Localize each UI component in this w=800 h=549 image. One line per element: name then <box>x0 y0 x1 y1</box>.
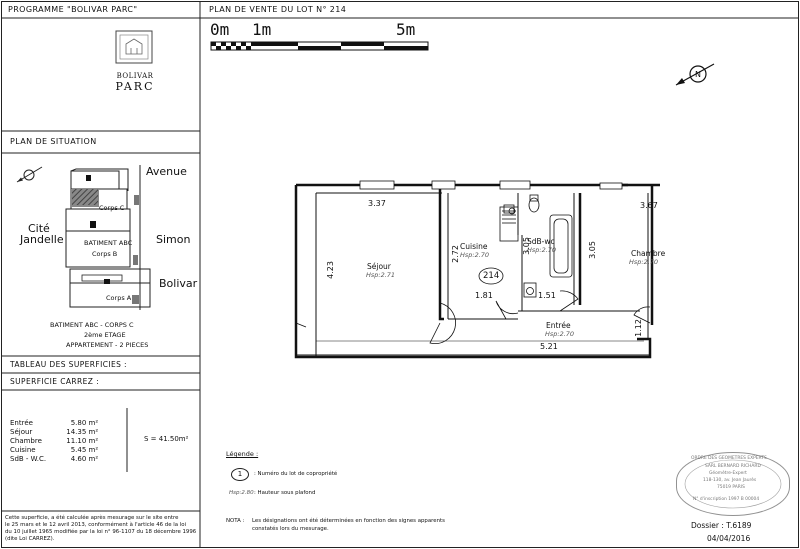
dim-chambre-depth: 3.05 <box>587 241 597 259</box>
scale-bar <box>210 41 429 51</box>
dim-sejour-width: 3.37 <box>368 199 386 208</box>
legend-hsp-text: : Hauteur sous plafond <box>254 490 316 496</box>
carrez-note-2: le 25 mars et le 12 avril 2013, conformé… <box>5 522 187 528</box>
logo-line1: BOLIVAR <box>116 72 154 80</box>
nota-label: NOTA : <box>226 518 245 524</box>
table-row: Cuisine 5.45 m² <box>10 446 98 455</box>
hsp-entree: Hsp:2.70 <box>545 330 575 338</box>
north-arrow-small-icon <box>16 166 43 183</box>
building-logo-icon <box>115 30 153 64</box>
stamp-line-2: SARL BERNARD RICHARD <box>705 464 761 469</box>
scale-label-5: 5m <box>396 20 416 39</box>
street-simon: Simon <box>156 233 191 246</box>
dim-sdb-width: 1.51 <box>538 291 556 300</box>
street-avenue: Avenue <box>146 165 187 178</box>
dim-sejour-depth: 4.23 <box>325 261 335 279</box>
stamp-inner-ring <box>684 459 782 509</box>
stamp-line-5: 75019 PARIS <box>717 485 745 490</box>
stamp-line-6: N° d'inscription 1997 B 00004 <box>693 497 760 502</box>
room-name: Séjour <box>10 428 33 436</box>
surveyor-stamp: ORDRE DES GEOMETRES EXPERTS SARL BERNARD… <box>676 452 790 516</box>
programme-title: PROGRAMME "BOLIVAR PARC" <box>8 5 138 14</box>
scale-label-0: 0m <box>210 20 230 39</box>
room-name: Chambre <box>10 437 42 445</box>
hsp-sejour: Hsp:2.71 <box>366 271 396 279</box>
room-area: 14.35 m² <box>66 428 99 436</box>
document-date: 04/04/2016 <box>707 534 751 543</box>
carrez-title: SUPERFICIE CARREZ : <box>10 377 99 386</box>
stamp-line-1: ORDRE DES GEOMETRES EXPERTS <box>691 456 767 461</box>
stamp-line-4: 118-130, av. Jean Jaurès <box>703 478 757 483</box>
situation-title: PLAN DE SITUATION <box>10 137 97 146</box>
hsp-sdb: Hsp:2.70 <box>527 246 557 254</box>
table-row: Entrée 5.80 m² <box>10 419 98 428</box>
hsp-cuisine: Hsp:2.70 <box>460 251 490 259</box>
street-bolivar: Bolivar <box>159 277 198 290</box>
room-chambre: Chambre <box>631 249 666 258</box>
table-row: Chambre 11.10 m² <box>10 437 98 446</box>
surfaces-title: TABLEAU DES SUPERFICIES : <box>10 360 127 369</box>
dim-door-width: 1.12 <box>633 319 643 337</box>
legend-lot-symbol: 1 <box>231 468 249 481</box>
room-sejour: Séjour <box>367 262 391 271</box>
situation-caption-1: BATIMENT ABC - CORPS C <box>50 321 134 329</box>
plan-title: PLAN DE VENTE DU LOT N° 214 <box>209 5 347 14</box>
bldg-corps-c: Corps C <box>99 204 125 212</box>
north-arrow-icon: N <box>675 63 715 86</box>
bldg-batiment-abc: BATIMENT ABC <box>84 239 133 247</box>
stamp-line-3: Géomètre-Expert <box>709 471 747 476</box>
legend-hsp-sample: Hsp:2.80 <box>229 490 254 496</box>
dim-cuisine-depth: 2.72 <box>450 245 460 263</box>
svg-text:N: N <box>695 70 701 79</box>
bldg-corps-a: Corps A <box>106 294 132 302</box>
room-cuisine: Cuisine <box>460 242 488 251</box>
street-cite: Cité <box>28 222 50 235</box>
legend-lot-text: : Numéro du lot de copropriété <box>254 471 338 477</box>
table-row: SdB - W.C. 4.60 m² <box>10 455 98 464</box>
room-name: Cuisine <box>10 446 36 454</box>
nota-line1: Les désignations ont été déterminées en … <box>252 518 445 524</box>
room-area: 5.80 m² <box>70 419 99 427</box>
street-jandelle: Jandelle <box>20 233 64 246</box>
hsp-chambre: Hsp:2.70 <box>629 258 659 266</box>
bolivar-parc-logo: BOLIVAR PARC <box>105 28 165 98</box>
table-row: Séjour 14.35 m² <box>10 428 98 437</box>
dim-chambre-width: 3.67 <box>640 201 658 210</box>
carrez-note-4: (dite Loi CARREZ). <box>5 536 55 542</box>
lot-number-badge <box>478 267 504 285</box>
room-sdb: SdB-wc <box>527 237 555 246</box>
situation-caption-3: APPARTEMENT - 2 PIECES <box>66 341 149 349</box>
room-area: 5.45 m² <box>70 446 99 454</box>
surface-table: Entrée 5.80 m² Séjour 14.35 m² Chambre 11.1… <box>10 419 98 464</box>
nota-line2: constatés lors du mesurage. <box>252 526 329 532</box>
logo-line2: PARC <box>115 80 155 93</box>
room-area: 11.10 m² <box>66 437 99 445</box>
surface-total: S = 41.50m² <box>144 435 189 443</box>
lot-number: 214 <box>483 271 500 281</box>
scale-label-1: 1m <box>252 20 272 39</box>
carrez-note-1: Cette superficie, a été calculée après m… <box>5 515 179 521</box>
floor-plan <box>294 180 660 359</box>
room-area: 4.60 m² <box>70 455 99 463</box>
dim-entree-width: 5.21 <box>540 342 558 351</box>
carrez-note-3: du 10 juillet 1965 modifiée par la loi n… <box>5 529 197 535</box>
dossier-number: Dossier : T.6189 <box>691 521 752 530</box>
room-name: SdB - W.C. <box>10 455 47 463</box>
situation-caption-2: 2ème ETAGE <box>84 331 126 339</box>
dim-cuisine-width: 1.81 <box>475 291 493 300</box>
bldg-corps-b: Corps B <box>92 250 118 258</box>
room-name: Entrée <box>10 419 33 427</box>
room-entree: Entrée <box>546 321 571 330</box>
situation-map <box>16 165 151 310</box>
legend-title: Légende : <box>226 450 259 458</box>
dim-sdb-depth: 3.05 <box>521 237 531 255</box>
